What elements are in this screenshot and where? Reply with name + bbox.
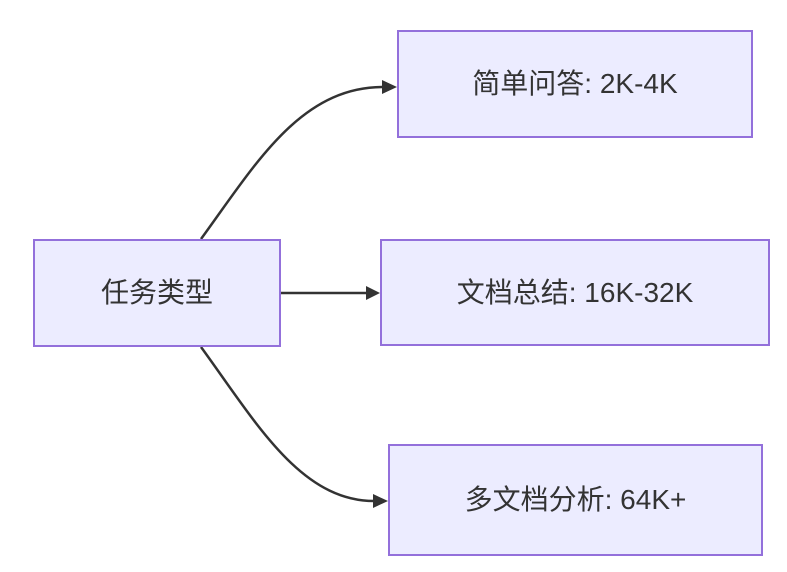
node-multi-doc-label: 多文档分析: 64K+ [464,484,687,515]
arrowhead-icon [366,286,380,300]
node-task-type-label: 任务类型 [100,277,213,308]
node-doc-summary-label: 文档总结: 16K-32K [456,276,694,308]
edge-root-to-simple-qa [199,85,384,240]
node-task-type: 任务类型 [33,239,281,347]
edge-root-to-multi-doc [199,346,375,503]
arrowhead-icon [373,494,388,508]
node-simple-qa-label: 简单问答: 2K-4K [472,68,678,99]
node-simple-qa: 简单问答: 2K-4K [397,30,753,138]
arrowhead-icon [382,80,397,94]
node-multi-doc: 多文档分析: 64K+ [388,444,763,556]
node-doc-summary: 文档总结: 16K-32K [380,239,770,346]
